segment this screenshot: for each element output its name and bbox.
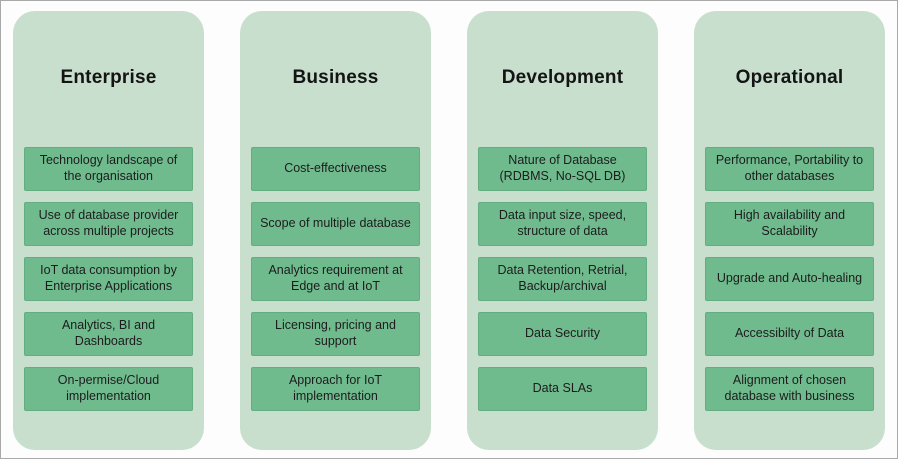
item-box: Nature of Database (RDBMS, No-SQL DB)	[478, 147, 647, 191]
item-box: Analytics, BI and Dashboards	[24, 312, 193, 356]
column-enterprise: Enterprise Technology landscape of the o…	[13, 11, 204, 450]
item-box: Scope of multiple database	[251, 202, 420, 246]
item-box: Analytics requirement at Edge and at IoT	[251, 257, 420, 301]
column-title-development: Development	[501, 67, 624, 88]
column-operational: Operational Performance, Portability to …	[694, 11, 885, 450]
item-box: Data Retention, Retrial, Backup/archival	[478, 257, 647, 301]
column-development: Development Nature of Database (RDBMS, N…	[467, 11, 658, 450]
item-box: Data SLAs	[478, 367, 647, 411]
column-title-enterprise: Enterprise	[60, 67, 157, 88]
development-items: Nature of Database (RDBMS, No-SQL DB) Da…	[467, 147, 658, 411]
item-box: Approach for IoT implementation	[251, 367, 420, 411]
column-title-operational: Operational	[735, 67, 844, 88]
item-box: Accessibilty of Data	[705, 312, 874, 356]
item-box: Performance, Portability to other databa…	[705, 147, 874, 191]
item-box: Use of database provider across multiple…	[24, 202, 193, 246]
column-title-business: Business	[292, 67, 379, 88]
item-box: Cost-effectiveness	[251, 147, 420, 191]
item-box: Data input size, speed, structure of dat…	[478, 202, 647, 246]
enterprise-items: Technology landscape of the organisation…	[13, 147, 204, 411]
item-box: Licensing, pricing and support	[251, 312, 420, 356]
item-box: Alignment of chosen database with busine…	[705, 367, 874, 411]
operational-items: Performance, Portability to other databa…	[694, 147, 885, 411]
item-box: IoT data consumption by Enterprise Appli…	[24, 257, 193, 301]
column-business: Business Cost-effectiveness Scope of mul…	[240, 11, 431, 450]
item-box: On-permise/Cloud implementation	[24, 367, 193, 411]
item-box: High availability and Scalability	[705, 202, 874, 246]
item-box: Upgrade and Auto-healing	[705, 257, 874, 301]
item-box: Data Security	[478, 312, 647, 356]
business-items: Cost-effectiveness Scope of multiple dat…	[240, 147, 431, 411]
item-box: Technology landscape of the organisation	[24, 147, 193, 191]
